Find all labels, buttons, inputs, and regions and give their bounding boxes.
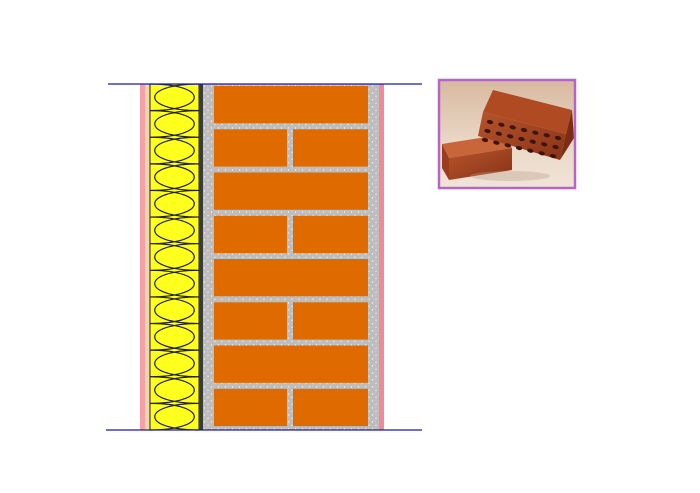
brick-5-0 [214,302,287,340]
inner-plaster-pink [379,84,384,430]
brick-hole [554,135,562,141]
brick-hole [541,142,548,147]
brick-hole [509,125,516,130]
brick-1-1 [293,129,368,167]
brick-hole [527,148,534,153]
outer-render-beige [145,84,150,430]
brick-hole [486,119,494,125]
hollow-ceramic-brick-photo-icon [442,90,574,181]
brick-2-0 [214,172,368,210]
brick-hole [515,145,523,151]
inner-plaster-gray [370,84,379,430]
brick-6-0 [214,345,368,383]
brick-hole [484,128,491,134]
brick-0-0 [214,86,368,124]
brick-hole [493,140,500,145]
brick-1-0 [214,129,287,167]
brick-5-1 [293,302,368,340]
brick-photo [437,78,577,190]
brick-7-0 [214,388,287,427]
brick-hole [532,130,539,135]
brick-hole [520,127,528,133]
brick-3-0 [214,215,287,254]
brick-hole [552,144,559,150]
brick-hole [495,131,502,136]
brick-hole [504,143,511,148]
brick-4-0 [214,259,368,297]
brick-hole [538,151,545,156]
brick-7-1 [293,388,368,427]
brick-masonry [203,84,370,430]
brick-3-1 [293,215,368,254]
brick-hole [498,122,505,127]
brick-hole [549,153,557,159]
insulation-layer [149,83,200,431]
outer-render-pink [140,84,145,430]
brick-hole [481,137,489,143]
brick-hole [529,139,536,144]
membrane-layer [199,84,203,430]
brick-hole [518,136,525,142]
brick-hole [507,134,514,139]
brick-hole [543,133,550,138]
